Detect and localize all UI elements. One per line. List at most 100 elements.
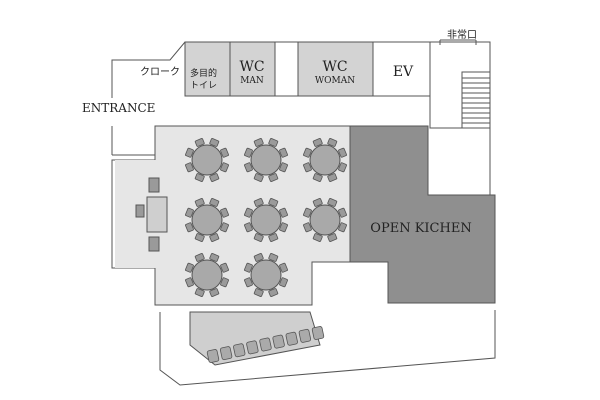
chair: [253, 288, 264, 297]
chair: [303, 207, 312, 218]
counter-seat: [285, 331, 298, 346]
emergency-exit: 非常口: [439, 28, 477, 45]
chair: [253, 233, 264, 242]
wc-woman-sub: WOMAN: [315, 76, 355, 86]
chair: [338, 147, 347, 158]
chair: [194, 233, 205, 242]
multi-toilet-label: 多目的: [190, 67, 217, 79]
round-table-set: [244, 198, 288, 242]
chair: [253, 138, 264, 147]
chair: [268, 198, 279, 207]
chair: [220, 262, 229, 273]
chair: [279, 222, 288, 233]
counter-seat: [259, 337, 272, 352]
elevator: [372, 41, 431, 97]
chair: [148, 236, 160, 252]
round-table-set: [185, 138, 229, 182]
counter-seat: [311, 326, 325, 340]
round-table-set: [185, 198, 229, 242]
chair: [209, 233, 220, 242]
multi-toilet-label-2: トイレ: [190, 81, 217, 91]
chair: [244, 207, 253, 218]
chair: [244, 162, 253, 173]
round-table-group: [185, 138, 347, 297]
chair: [185, 162, 194, 173]
chair: [244, 222, 253, 233]
chair: [312, 173, 323, 182]
chair: [253, 253, 264, 262]
chair: [194, 138, 205, 147]
entrance-label: ENTRANCE: [82, 101, 155, 115]
chair: [185, 207, 194, 218]
chair: [209, 253, 220, 262]
chair: [268, 233, 279, 242]
counter-seat: [219, 346, 233, 361]
chair: [244, 277, 253, 288]
chair: [220, 207, 229, 218]
chair: [209, 198, 220, 207]
chair: [135, 204, 145, 218]
wc-man-title: WC: [239, 59, 264, 75]
chair: [268, 138, 279, 147]
round-table: [191, 259, 223, 291]
rectangular-table-group: [135, 177, 168, 252]
chair: [338, 207, 347, 218]
chair: [244, 147, 253, 158]
chair: [220, 147, 229, 158]
emergency-exit-label: 非常口: [447, 28, 477, 41]
chair: [303, 147, 312, 158]
counter-seat-group: [206, 326, 325, 363]
chair: [253, 198, 264, 207]
service-block: クローク 多目的 トイレ WC MAN WC WOMAN EV: [111, 41, 491, 98]
chair: [185, 222, 194, 233]
terrace: [159, 310, 496, 386]
chair: [268, 253, 279, 262]
counter-seat: [206, 349, 220, 363]
chair: [268, 173, 279, 182]
chair: [279, 162, 288, 173]
chair: [148, 177, 160, 193]
open-kitchen-label: OPEN KICHEN: [370, 221, 471, 236]
chair: [327, 173, 338, 182]
chair: [312, 233, 323, 242]
chair: [253, 173, 264, 182]
chair: [303, 162, 312, 173]
round-table: [250, 144, 282, 176]
rectangular-table: [146, 196, 168, 233]
chair: [194, 253, 205, 262]
chair: [209, 173, 220, 182]
open-kitchen: OPEN KICHEN: [349, 125, 496, 304]
toilet-multipurpose: [184, 41, 231, 97]
counter-seat: [298, 328, 312, 343]
round-table: [191, 204, 223, 236]
round-table-set: [244, 138, 288, 182]
chair: [209, 138, 220, 147]
wc-man-sub: MAN: [240, 76, 264, 86]
kitchen-area: [349, 125, 496, 304]
round-table-set: [244, 253, 288, 297]
chair: [327, 138, 338, 147]
chair: [185, 277, 194, 288]
chair: [338, 222, 347, 233]
round-table-set: [303, 198, 347, 242]
elevator-label: EV: [393, 64, 414, 80]
chair: [279, 207, 288, 218]
chair: [327, 198, 338, 207]
chair: [194, 288, 205, 297]
counter-seat: [233, 343, 246, 358]
chair: [279, 262, 288, 273]
round-table: [250, 259, 282, 291]
chair: [194, 173, 205, 182]
counter-seat: [246, 340, 259, 355]
chair: [185, 262, 194, 273]
cloak-label: クローク: [140, 66, 180, 78]
round-table-set: [185, 253, 229, 297]
staircase: [429, 71, 495, 196]
chair: [244, 262, 253, 273]
chair: [220, 222, 229, 233]
chair: [185, 147, 194, 158]
chair: [327, 233, 338, 242]
chair: [279, 277, 288, 288]
toilet-women: [297, 41, 374, 97]
